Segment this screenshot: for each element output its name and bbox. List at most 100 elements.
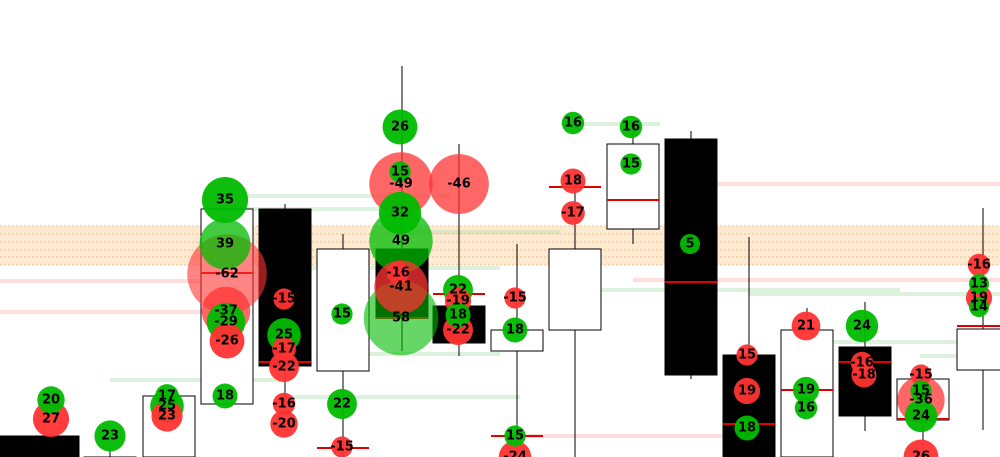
bubble-sell xyxy=(270,410,298,438)
bubble-label: 15 xyxy=(333,307,351,322)
highlight-zone xyxy=(0,225,1000,266)
bubble-label: 19 xyxy=(970,291,988,306)
bubble-label: 19 xyxy=(738,384,756,399)
bubble-label: -29 xyxy=(214,315,238,330)
bubble-buy xyxy=(389,161,411,183)
bubble-sell xyxy=(272,392,296,416)
bubble-sell xyxy=(273,288,295,310)
bubble-label: 18 xyxy=(564,174,582,189)
bubble-sell xyxy=(151,400,183,432)
bubble-buy xyxy=(969,297,989,317)
bubble-label: 18 xyxy=(506,323,524,338)
bubble-label: 15 xyxy=(912,384,930,399)
bubble-buy xyxy=(201,176,249,224)
bubble-label: -20 xyxy=(272,417,296,432)
bubble-label: -16 xyxy=(967,258,991,273)
bubble-buy xyxy=(331,303,353,325)
bubble-buy xyxy=(734,415,760,441)
bubble-label: 26 xyxy=(391,120,409,135)
bubble-sell xyxy=(736,344,758,366)
bubble-label: -16 xyxy=(272,397,296,412)
bubble-buy xyxy=(94,420,126,452)
bubble-label: 18 xyxy=(216,389,234,404)
bubble-label: 16 xyxy=(797,401,815,416)
bubble-label: 26 xyxy=(912,450,930,457)
bubble-label: -49 xyxy=(389,177,413,192)
bubble-label: -17 xyxy=(272,342,296,357)
bubble-label: -16 xyxy=(850,356,874,371)
bubble-label: -24 xyxy=(503,450,527,457)
bubble-sell xyxy=(910,364,932,386)
bubble-label: 15 xyxy=(391,165,409,180)
bubble-label: 25 xyxy=(275,328,293,343)
bubble-label: 13 xyxy=(970,277,988,292)
bubble-buy xyxy=(327,389,357,419)
bubble-sell xyxy=(560,168,586,194)
bubble-buy xyxy=(212,383,238,409)
candle-body-up xyxy=(956,328,1000,371)
bubble-label: 15 xyxy=(506,429,524,444)
bubble-label: 20 xyxy=(42,393,60,408)
bubble-sell xyxy=(209,323,245,359)
bubble-label: 35 xyxy=(216,193,234,208)
bubble-label: -62 xyxy=(215,267,239,282)
bubble-label: -17 xyxy=(561,206,585,221)
bubble-label: 24 xyxy=(912,409,930,424)
bubble-buy xyxy=(680,234,700,254)
bubble-buy xyxy=(904,399,938,433)
bubble-label: 18 xyxy=(449,308,467,323)
bubble-label: 23 xyxy=(101,429,119,444)
zone-band xyxy=(0,226,1000,265)
candle-body-down xyxy=(722,354,776,457)
bubble-label: -19 xyxy=(446,294,470,309)
bubble-buy xyxy=(969,274,989,294)
bubble-label: -16 xyxy=(386,266,410,281)
candle-body-down xyxy=(664,138,718,376)
bubble-buy xyxy=(502,317,528,343)
candles xyxy=(0,66,1000,457)
bubble-label: 21 xyxy=(797,319,815,334)
bubble-label: -46 xyxy=(447,177,471,192)
bubble-label: 49 xyxy=(392,234,410,249)
bubble-label: -22 xyxy=(272,360,296,375)
bubble-label: -37 xyxy=(214,304,238,319)
bubble-label: -15 xyxy=(503,291,527,306)
bubble-buy xyxy=(794,396,818,420)
bubble-buy xyxy=(155,384,179,408)
bubble-sell xyxy=(429,154,489,214)
bubble-label: 16 xyxy=(622,120,640,135)
bubble-label: -41 xyxy=(389,280,413,295)
bubble-label: 5 xyxy=(685,237,694,252)
bubble-label: -22 xyxy=(446,323,470,338)
bubble-sell xyxy=(504,287,526,309)
candle-body-down xyxy=(0,435,32,457)
bubble-label: -18 xyxy=(852,368,876,383)
bubble-buy xyxy=(382,109,418,145)
volume-bubbles: -625849-49-46-4139-37-363532-2927-262626… xyxy=(32,109,993,457)
bubble-label: -15 xyxy=(272,292,296,307)
bubble-buy xyxy=(561,111,585,135)
bubble-buy xyxy=(445,302,471,328)
bubble-label: 32 xyxy=(391,206,409,221)
bubble-sell xyxy=(498,440,532,457)
bubble-sell xyxy=(903,439,939,457)
bubble-label: -26 xyxy=(215,334,239,349)
bubble-sell xyxy=(386,261,410,285)
bubble-buy xyxy=(504,425,526,447)
candle-body-up xyxy=(548,248,602,331)
bubble-buy xyxy=(910,380,932,402)
bubble-sell xyxy=(561,201,585,225)
bubble-label: 17 xyxy=(158,389,176,404)
bubble-label: -15 xyxy=(909,368,933,383)
bubble-label: 18 xyxy=(738,421,756,436)
bubble-label: 23 xyxy=(158,409,176,424)
bubble-buy xyxy=(619,115,643,139)
bubble-sell xyxy=(733,377,761,405)
bubble-label: 27 xyxy=(42,412,60,427)
bubble-sell xyxy=(850,351,874,375)
bubble-label: 22 xyxy=(449,283,467,298)
bubble-sell xyxy=(791,311,821,341)
bubble-buy xyxy=(845,309,879,343)
bubble-label: 25 xyxy=(158,399,176,414)
